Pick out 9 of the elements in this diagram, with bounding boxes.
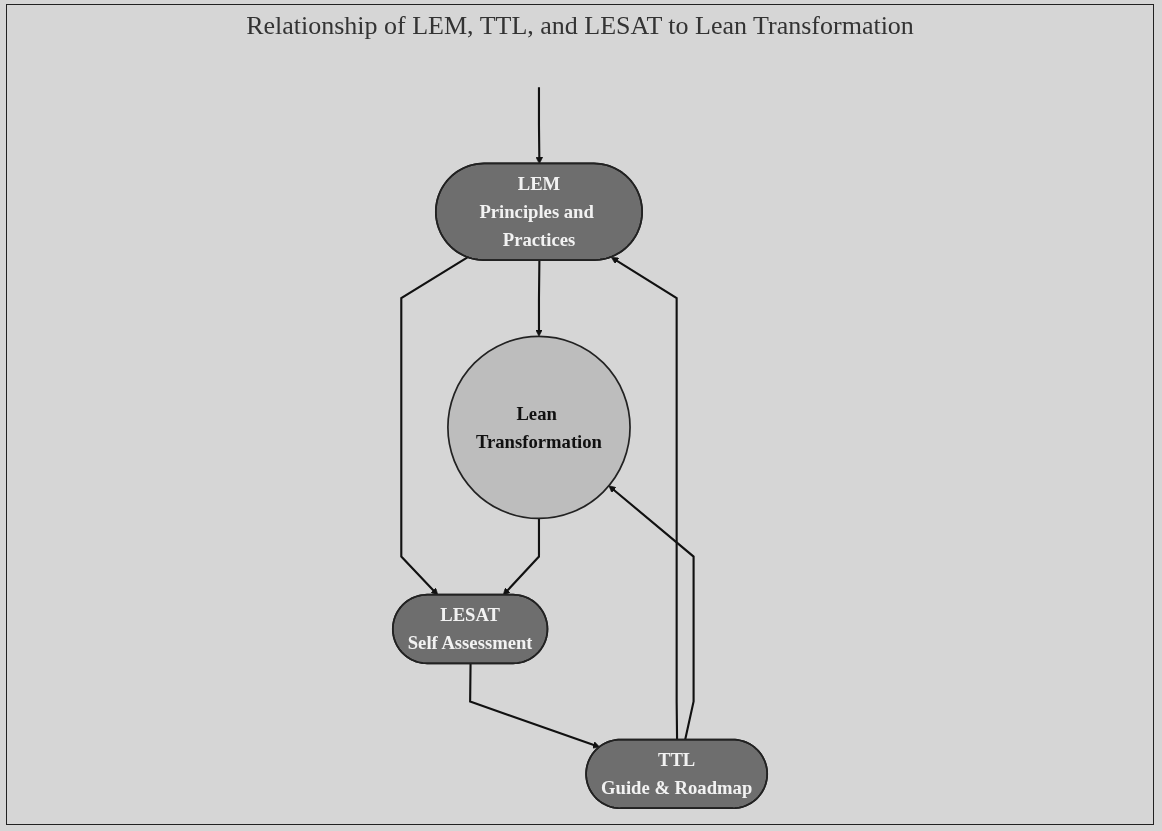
arrow bbox=[611, 256, 679, 740]
arrow bbox=[608, 484, 695, 740]
arrow bbox=[469, 663, 601, 748]
arrow bbox=[535, 86, 544, 164]
arrow bbox=[400, 255, 468, 595]
node-circle: Lean Transformation bbox=[447, 334, 631, 519]
arrow bbox=[535, 259, 543, 337]
arrow bbox=[502, 517, 541, 595]
diagram-title: Relationship of LEM, TTL, and LESAT to Lean Transformation bbox=[246, 11, 914, 41]
